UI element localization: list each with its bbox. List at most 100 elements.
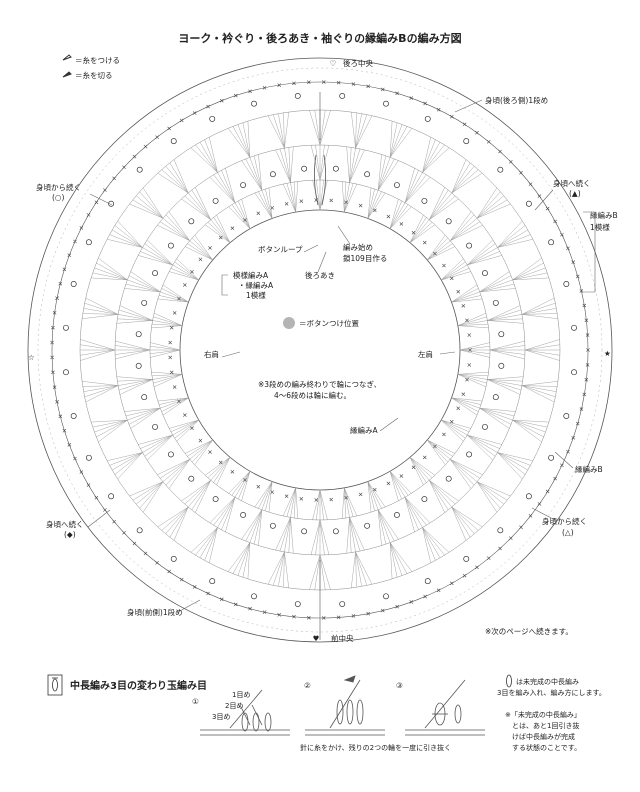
fan-stitch	[275, 517, 291, 551]
fan-stitch	[151, 325, 183, 329]
step-2-illustration	[305, 675, 385, 736]
fan-stitch	[497, 229, 528, 248]
fan-stitch	[521, 302, 556, 315]
fan-stitch	[409, 457, 430, 481]
single-crochet-mark	[579, 407, 584, 411]
fan-stitch	[367, 481, 375, 512]
single-crochet-mark	[198, 438, 203, 443]
fan-stitch	[377, 155, 387, 191]
fan-stitch	[109, 234, 143, 248]
fan-stitch	[84, 385, 119, 398]
fan-stitch	[172, 264, 199, 281]
fan-stitch	[216, 457, 231, 486]
fan-stitch	[265, 188, 273, 219]
fan-stitch	[487, 305, 521, 321]
single-crochet-mark	[79, 470, 84, 474]
fan-stitch	[367, 481, 386, 508]
step-3-illustration	[405, 679, 485, 736]
heart-top-mark: ♡	[330, 59, 337, 68]
fan-stitch	[404, 172, 423, 203]
fan-stitch	[512, 419, 549, 423]
fan-stitch	[377, 509, 395, 542]
bobble-stitch-mark	[63, 324, 69, 331]
fan-stitch	[377, 157, 391, 191]
fan-stitch	[254, 481, 273, 508]
fan-stitch	[187, 439, 213, 457]
fan-stitch	[512, 257, 542, 281]
pattern-a-label-1: 模様編みA	[233, 270, 269, 280]
fan-stitch	[258, 154, 263, 191]
fan-stitch	[279, 148, 291, 183]
single-crochet-mark	[351, 82, 356, 86]
single-crochet-mark	[461, 303, 466, 308]
bobble-stitch-mark	[492, 299, 499, 306]
fan-stitch	[512, 277, 549, 281]
fan-stitch	[227, 128, 251, 158]
bobble-stitch-mark	[240, 511, 247, 518]
fan-stitch	[521, 385, 555, 403]
bobble-stitch-mark	[421, 197, 428, 204]
fan-stitch	[487, 318, 523, 321]
stitch-explanation: 中長編み3目の変わり玉編み目 ① 1目め 2目め 3目め ② ③ 針に糸をかけ、…	[47, 674, 606, 752]
fan-stitch	[319, 145, 330, 181]
fan-stitch	[170, 268, 199, 281]
fan-stitch	[479, 279, 513, 293]
fan-stitch	[282, 183, 296, 213]
fan-stitch	[429, 187, 445, 220]
fan-stitch	[429, 480, 445, 513]
fan-stitch	[467, 239, 494, 266]
single-crochet-mark	[582, 303, 587, 308]
fan-stitch	[512, 419, 546, 433]
single-crochet-mark	[461, 392, 466, 397]
legend: ＝糸をつける ＝糸を切る	[62, 54, 120, 80]
fan-stitch	[457, 374, 487, 384]
to-body-left-mark: (◆)	[64, 530, 76, 539]
fan-stitch	[191, 189, 211, 220]
fan-stitch	[94, 267, 128, 281]
fan-stitch	[489, 349, 525, 360]
fan-stitch	[157, 397, 189, 402]
fan-stitch	[195, 480, 211, 513]
fan-stitch	[98, 257, 128, 281]
fan-stitch	[107, 452, 143, 461]
fan-stitch	[295, 181, 299, 213]
fan-stitch	[190, 527, 218, 553]
fan-stitch	[467, 434, 498, 453]
single-crochet-mark	[399, 474, 404, 478]
fan-stitch	[217, 172, 236, 203]
fan-stitch	[377, 509, 387, 545]
fan-stitch	[152, 374, 183, 380]
fan-stitch	[107, 239, 143, 248]
single-crochet-mark	[50, 355, 54, 360]
single-crochet-mark	[586, 348, 590, 352]
bobble-stitch-mark	[571, 324, 577, 331]
fan-stitch	[319, 180, 324, 211]
fan-stitch	[450, 459, 478, 482]
fan-stitch	[389, 542, 398, 578]
fan-stitch	[169, 419, 199, 429]
fan-stitch	[189, 240, 213, 261]
single-crochet-mark	[270, 205, 275, 210]
pattern-ring-3	[149, 179, 491, 521]
fan-stitch	[168, 211, 190, 241]
single-crochet-mark	[422, 455, 427, 460]
fan-stitch	[512, 419, 548, 428]
fan-stitch	[116, 376, 153, 380]
fan-stitch	[429, 480, 456, 505]
single-crochet-mark	[411, 465, 416, 470]
fan-stitch	[165, 506, 189, 534]
fan-stitch	[157, 172, 189, 194]
bobble-stitch-mark	[188, 475, 195, 482]
fan-stitch	[521, 314, 558, 319]
fan-stitch	[521, 385, 558, 387]
bobble-stitch-mark	[466, 242, 473, 249]
fan-stitch	[204, 224, 231, 243]
fan-stitch	[169, 506, 189, 538]
single-crochet-mark	[307, 80, 311, 85]
fan-stitch	[132, 481, 164, 501]
left-shoulder-label: 左肩	[418, 349, 433, 359]
fan-stitch	[194, 234, 213, 261]
fan-stitch	[194, 439, 213, 466]
fan-stitch	[404, 497, 419, 530]
fan-stitch	[195, 187, 211, 220]
